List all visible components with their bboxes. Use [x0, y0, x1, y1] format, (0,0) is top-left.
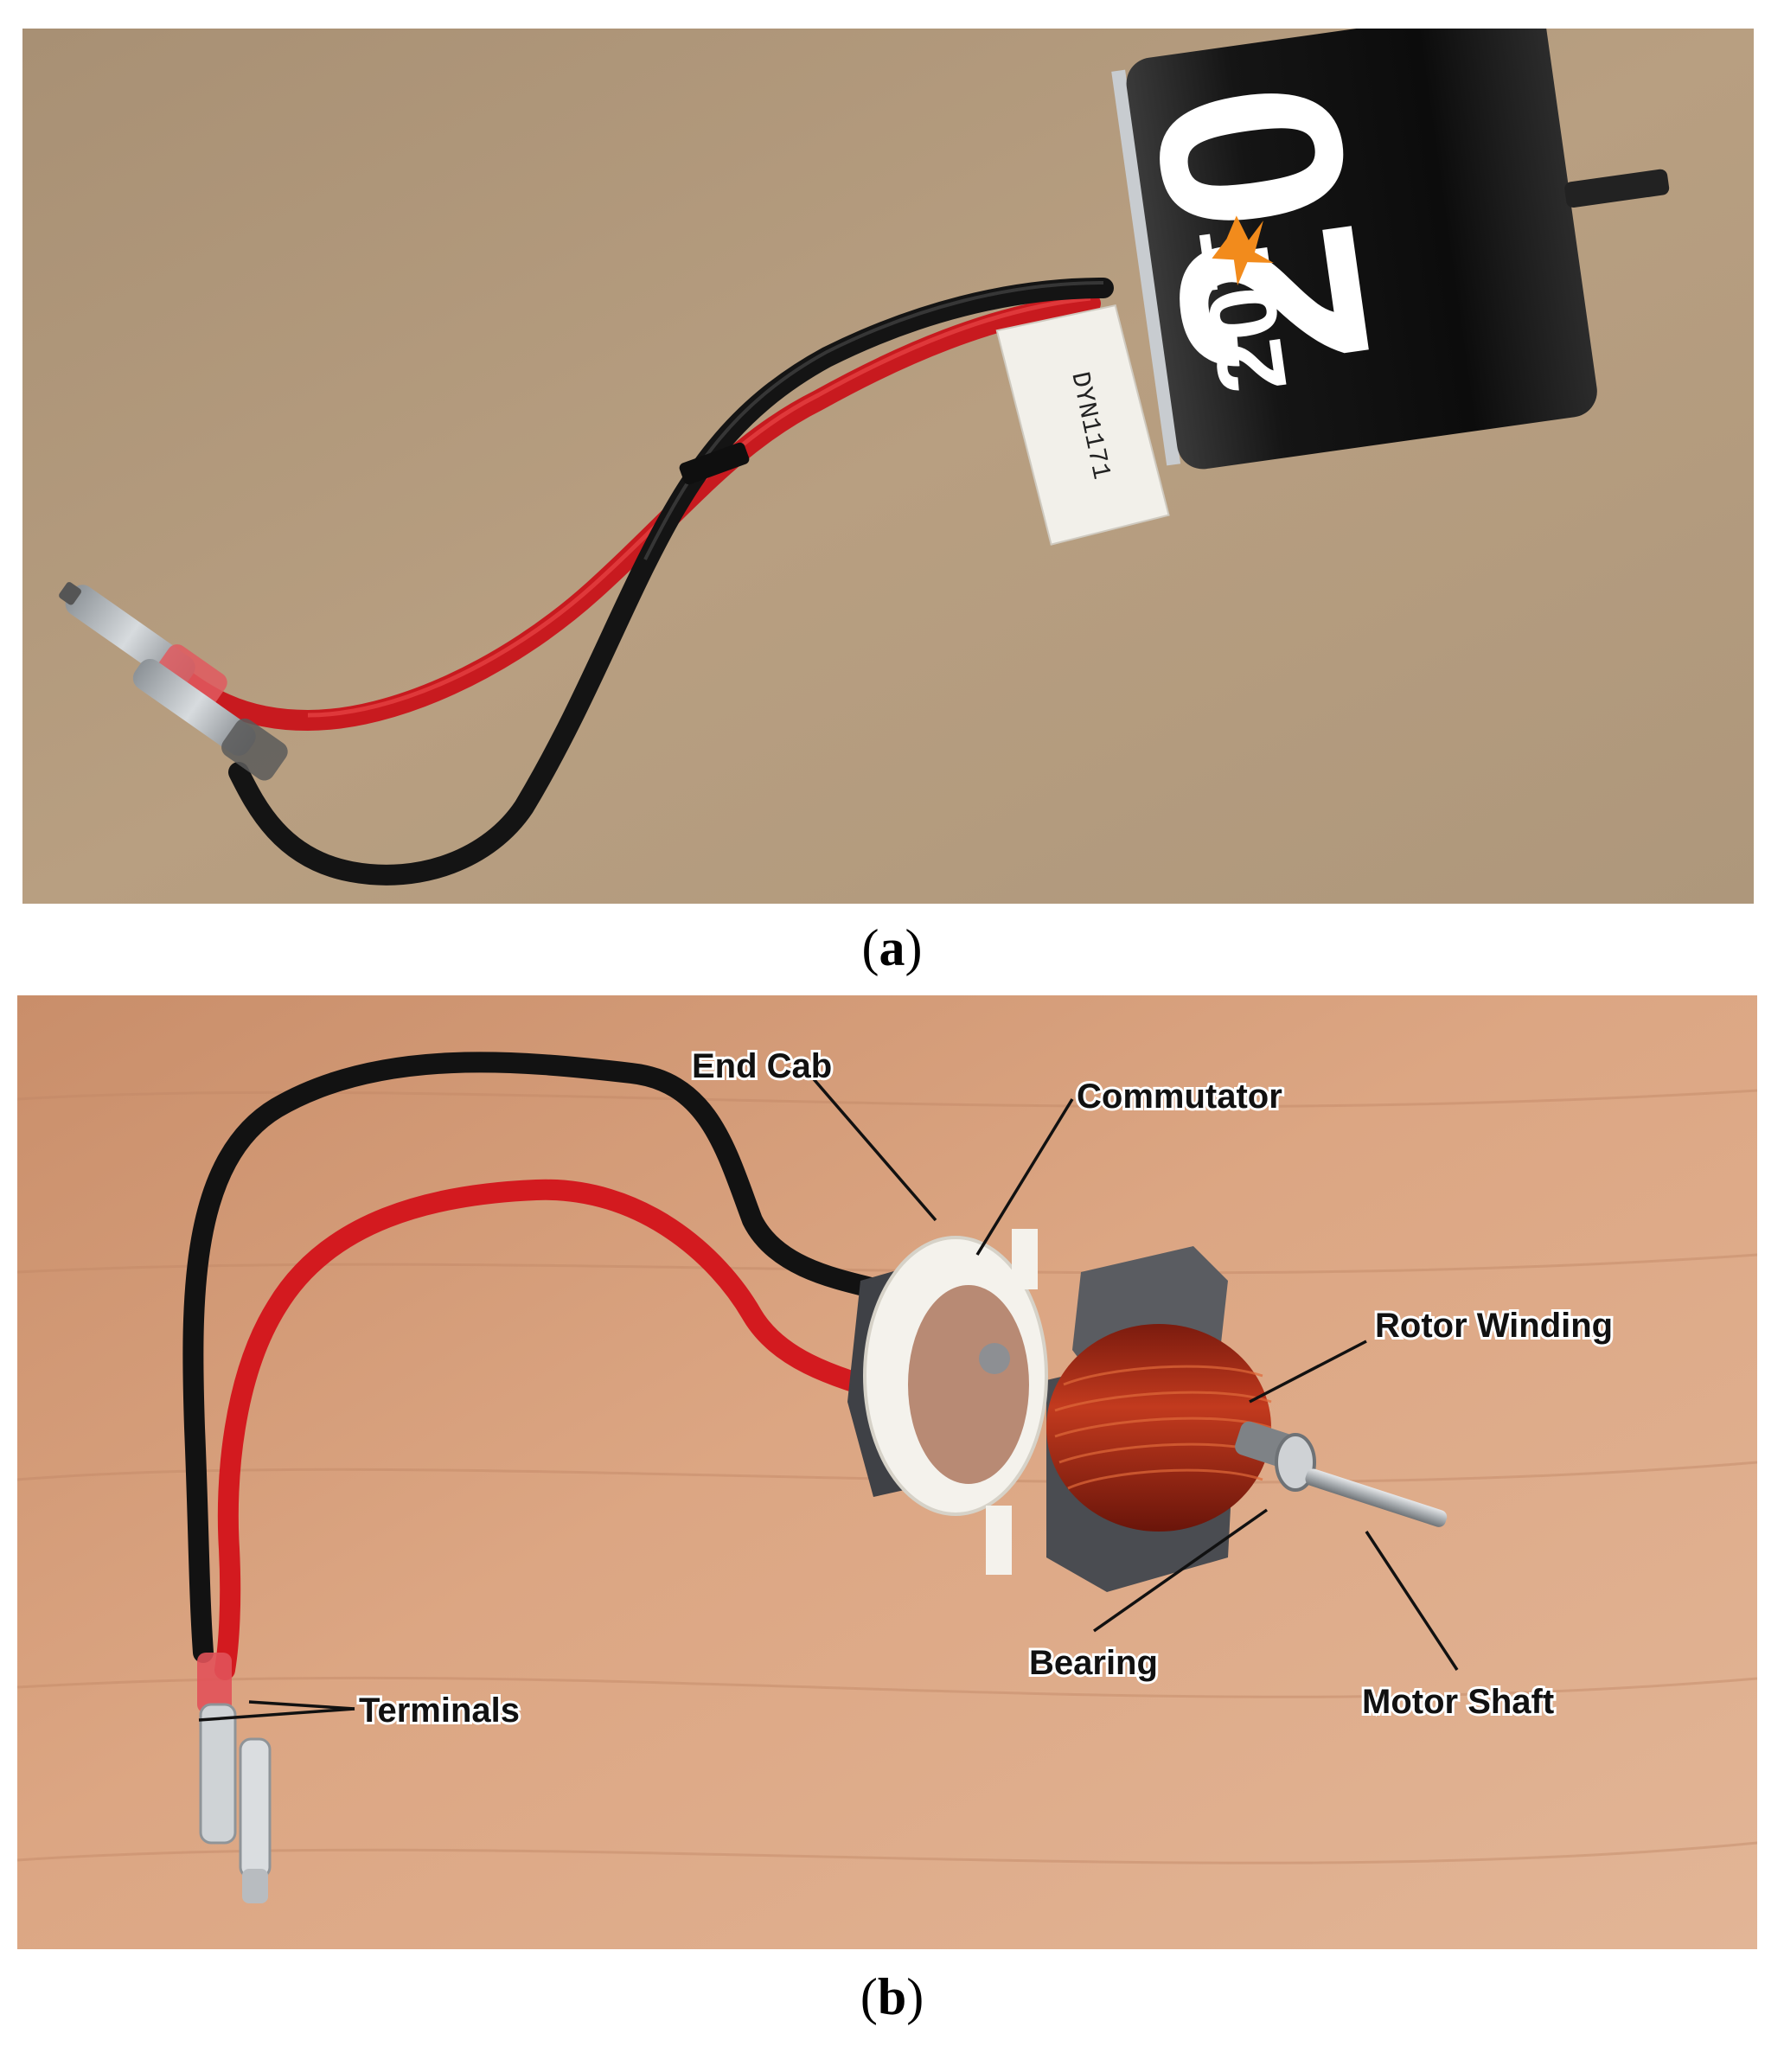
cable-tie: [679, 442, 750, 485]
paper-tag: DYN1171: [995, 304, 1170, 546]
motor-can: 20 20T: [1097, 29, 1670, 470]
black-wire: [182, 1052, 905, 1663]
callout-end-cab: End Cab: [692, 1047, 832, 1085]
terminal-connectors: [59, 582, 288, 781]
caption-b: (b): [860, 1968, 924, 2025]
callout-rotor-winding: Rotor Winding: [1375, 1307, 1613, 1345]
caption-a: (a): [861, 919, 923, 976]
photo-disassembled-motor: End Cab Commutator Rotor Winding Bearing…: [17, 995, 1757, 1949]
callout-bearing: Bearing: [1029, 1644, 1158, 1682]
end-cap: [847, 1229, 1048, 1575]
callout-commutator: Commutator: [1077, 1078, 1282, 1116]
leader-lines: [198, 1071, 1459, 1722]
photo-assembled-motor: DYN1171 20 20T: [22, 29, 1754, 904]
rotor-winding: [1046, 1324, 1272, 1532]
callout-motor-shaft: Motor Shaft: [1362, 1683, 1554, 1721]
spark-logo-icon: [1212, 215, 1274, 286]
bearing: [1275, 1433, 1316, 1492]
motor-shaft: [1305, 1468, 1448, 1527]
red-wire: [214, 1179, 901, 1680]
callout-terminals: Terminals: [359, 1691, 520, 1730]
commutator-disc: [979, 1343, 1010, 1374]
motor-shaft-assembly: [1235, 1421, 1448, 1527]
terminal-connectors: [197, 1653, 272, 1903]
